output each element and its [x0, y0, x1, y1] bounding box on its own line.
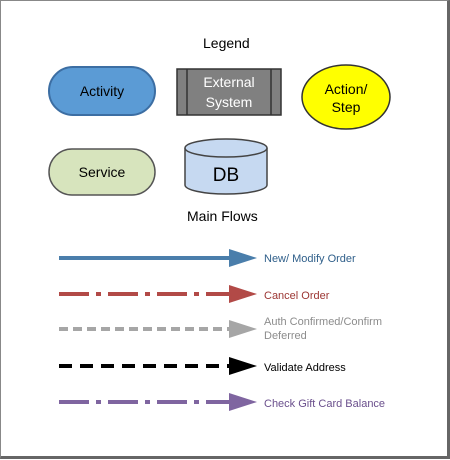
flow-arrow-new-modify-order: [59, 249, 257, 267]
legend-title: Legend: [203, 35, 250, 51]
activity-shape: [48, 66, 156, 116]
external-system-label-line1: External: [203, 74, 255, 90]
service-shape: [48, 148, 156, 196]
flow-label-auth-confirmed: Auth Confirmed/Confirm Deferred: [264, 316, 382, 342]
flow-arrow-validate-address: [59, 357, 257, 375]
external-system-shape: [176, 68, 282, 116]
flow-label-new-modify-order: New/ Modify Order: [264, 253, 356, 265]
action-step-shape: [301, 64, 391, 130]
action-step-label-line2: Step: [331, 99, 361, 115]
flow-arrow-check-gift-card: [59, 393, 257, 411]
activity-label: Activity: [79, 83, 125, 99]
external-system-label-line2: System: [205, 94, 253, 110]
flow-arrow-cancel-order: [59, 285, 257, 303]
flow-label-validate-address: Validate Address: [264, 362, 346, 374]
service-label: Service: [78, 164, 126, 180]
flow-arrow-auth-confirmed: [59, 320, 257, 338]
db-shape: [184, 138, 268, 195]
db-label: DB: [212, 165, 240, 186]
main-flows-title: Main Flows: [187, 208, 258, 224]
flow-label-check-gift-card: Check Gift Card Balance: [264, 398, 386, 410]
action-step-label-line1: Action/: [324, 81, 368, 97]
flow-label-cancel-order: Cancel Order: [264, 290, 330, 302]
